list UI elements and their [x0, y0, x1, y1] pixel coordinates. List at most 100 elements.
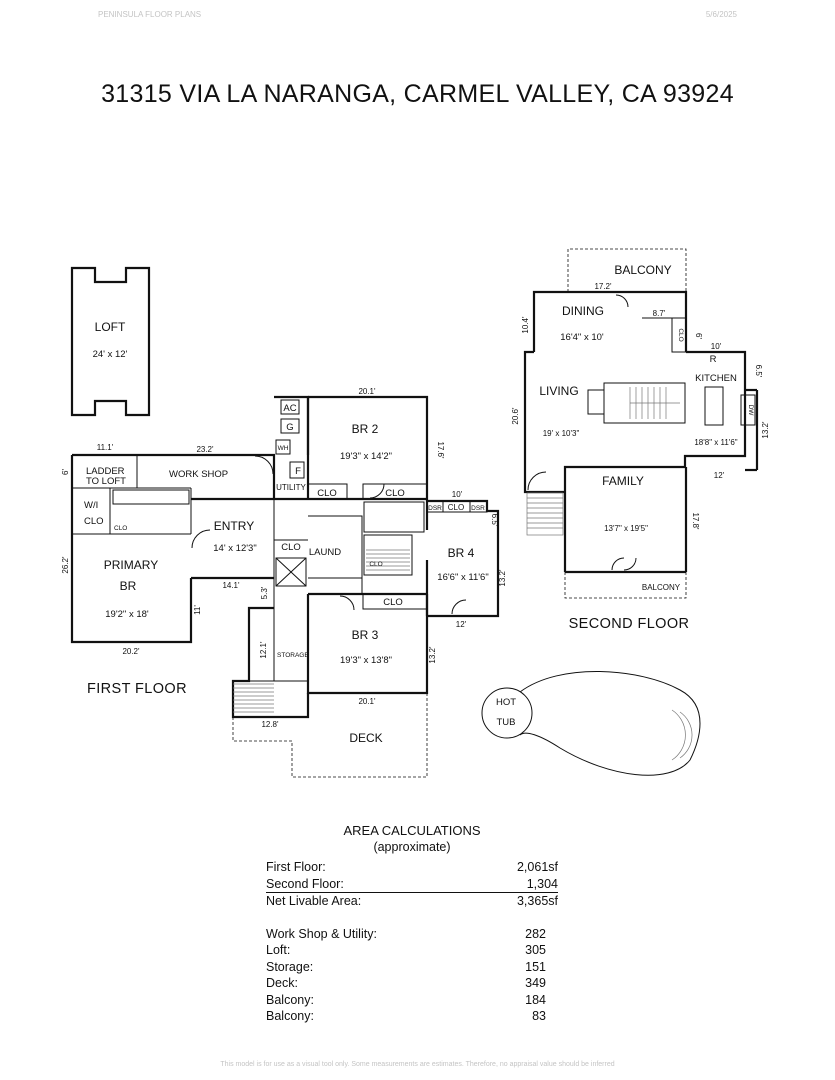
dim-26-2: 26.2'	[61, 556, 70, 574]
area-value: 83	[532, 1009, 546, 1023]
family-size: 13'7" x 19'5"	[604, 524, 648, 533]
deck-outline	[232, 693, 428, 778]
entry-size: 14' x 12'3"	[213, 543, 256, 554]
area-value: 282	[525, 926, 546, 941]
area-value: 184	[525, 992, 546, 1007]
bottom-balcony-outline	[564, 572, 687, 599]
br3-closet-label: CLO	[383, 597, 403, 608]
area-value: 1,304	[526, 876, 558, 891]
second-floor-walls	[523, 290, 759, 574]
area-value: 3,365sf	[516, 894, 558, 908]
dim-14-1: 14.1'	[222, 581, 240, 590]
laundry-label: LAUND	[309, 547, 341, 558]
dim-12-1: 12.1'	[259, 641, 268, 659]
dim-12-8: 12.8'	[261, 720, 279, 729]
br2-closet-1: CLO	[317, 488, 337, 499]
dim-8-7: 8.7'	[653, 309, 666, 318]
second-floor-label: SECOND FLOOR	[569, 616, 690, 632]
dim-10: 10'	[452, 490, 463, 499]
utility-label: UTILITY	[276, 483, 306, 492]
area-calculations: AREA CALCULATIONS (approximate) First Fl…	[266, 823, 558, 1025]
f-label: F	[295, 466, 301, 477]
dim-5-3: 5.3'	[260, 586, 269, 599]
dim-17-8: 17.8'	[691, 512, 700, 530]
br4-size: 16'6" x 11'6"	[437, 572, 488, 583]
first-floor-walls	[70, 395, 500, 719]
hot-tub-label-1: HOT	[496, 697, 516, 708]
balcony-label-top: BALCONY	[614, 263, 671, 277]
dim-20-1-bottom: 20.1'	[358, 697, 376, 706]
area-row-workshop: Work Shop & Utility: 282	[266, 926, 558, 943]
hot-tub	[481, 671, 701, 776]
dim-10-4: 10.4'	[521, 316, 530, 334]
disclaimer-footer: This model is for use as a visual tool o…	[220, 1061, 615, 1068]
area-label: Deck:	[266, 976, 298, 990]
dim-20-2: 20.2'	[122, 647, 140, 656]
primary-size: 19'2" x 18'	[105, 609, 149, 620]
header-company: PENINSULA FLOOR PLANS	[98, 10, 202, 19]
dim-12: 12'	[456, 620, 467, 629]
br3-label: BR 3	[352, 628, 379, 642]
primary-label-1: PRIMARY	[104, 558, 158, 572]
br4-closet-label: CLO	[448, 503, 464, 512]
dim-20-6: 20.6'	[511, 407, 520, 425]
area-value: 305	[525, 943, 546, 957]
area-value: 349	[525, 976, 546, 990]
dim-6-5: 6.5'	[490, 514, 499, 527]
dsr-label-2: DSR	[471, 505, 485, 512]
dim-6-sf: 6'	[694, 333, 703, 339]
living-size: 19' x 10'3"	[543, 429, 580, 438]
dim-6: 6'	[61, 469, 70, 475]
area-row-first-floor: First Floor: 2,061sf	[266, 859, 558, 876]
balcony-label-bottom: BALCONY	[642, 583, 681, 592]
dining-size: 16'4" x 10'	[560, 332, 604, 343]
top-balcony-outline	[567, 248, 687, 292]
area-row-net-livable: Net Livable Area: 3,365sf	[266, 893, 558, 910]
wi-closet-label-2: CLO	[84, 516, 104, 527]
family-label: FAMILY	[602, 474, 644, 488]
br2-size: 19'3" x 14'2"	[340, 451, 392, 462]
ladder-label-2: TO LOFT	[86, 476, 126, 487]
dim-11-1: 11.1'	[97, 443, 114, 452]
dim-12-sf: 12'	[714, 471, 725, 480]
loft-outline	[70, 266, 151, 417]
br3-size: 19'3" x 13'8"	[340, 655, 392, 666]
area-label: Net Livable Area:	[266, 894, 362, 908]
dim-23-2: 23.2'	[196, 445, 214, 454]
dim-11: 11'	[193, 605, 202, 615]
dim-6-5-sf: 6.5'	[754, 365, 763, 378]
dim-13-2-br4: 13.2'	[498, 569, 507, 587]
area-value: 151	[525, 959, 546, 974]
br2-closet-2: CLO	[385, 488, 405, 499]
loft-label: LOFT	[95, 320, 126, 334]
first-floor-label: FIRST FLOOR	[87, 681, 187, 697]
primary-label-2: BR	[120, 579, 137, 593]
page-title: 31315 VIA LA NARANGA, CARMEL VALLEY, CA …	[101, 80, 734, 108]
area-row-balcony-1: Balcony: 184	[266, 992, 558, 1009]
g-label: G	[286, 422, 293, 433]
stair-closet-label: CLO	[369, 561, 382, 568]
workshop-label: WORK SHOP	[169, 469, 228, 480]
area-row-storage: Storage: 151	[266, 959, 558, 976]
dishwasher-label: DW	[747, 405, 754, 417]
dim-13-2-br3: 13.2'	[428, 646, 437, 664]
area-label: First Floor:	[266, 860, 326, 874]
wi-closet-label-1: W/I	[84, 500, 98, 511]
dining-closet-label: CLO	[677, 328, 684, 341]
kitchen-size: 18'8" x 11'6"	[694, 438, 737, 447]
area-label: Loft:	[266, 943, 291, 957]
header-date: 5/6/2025	[705, 10, 737, 19]
primary-closet-label: CLO	[114, 525, 127, 532]
area-title: AREA CALCULATIONS	[343, 823, 481, 838]
hall-closet-label: CLO	[281, 542, 301, 553]
dim-17-6: 17.6'	[436, 441, 445, 459]
fridge-label: R	[710, 354, 717, 365]
dsr-label-1: DSR	[428, 505, 442, 512]
area-label: Balcony:	[266, 992, 314, 1007]
dim-13-2-sf: 13.2'	[761, 421, 770, 439]
dining-label: DINING	[562, 304, 604, 318]
living-label: LIVING	[539, 384, 578, 398]
storage-label: STORAGE	[277, 652, 309, 659]
area-label: Storage:	[266, 959, 314, 974]
